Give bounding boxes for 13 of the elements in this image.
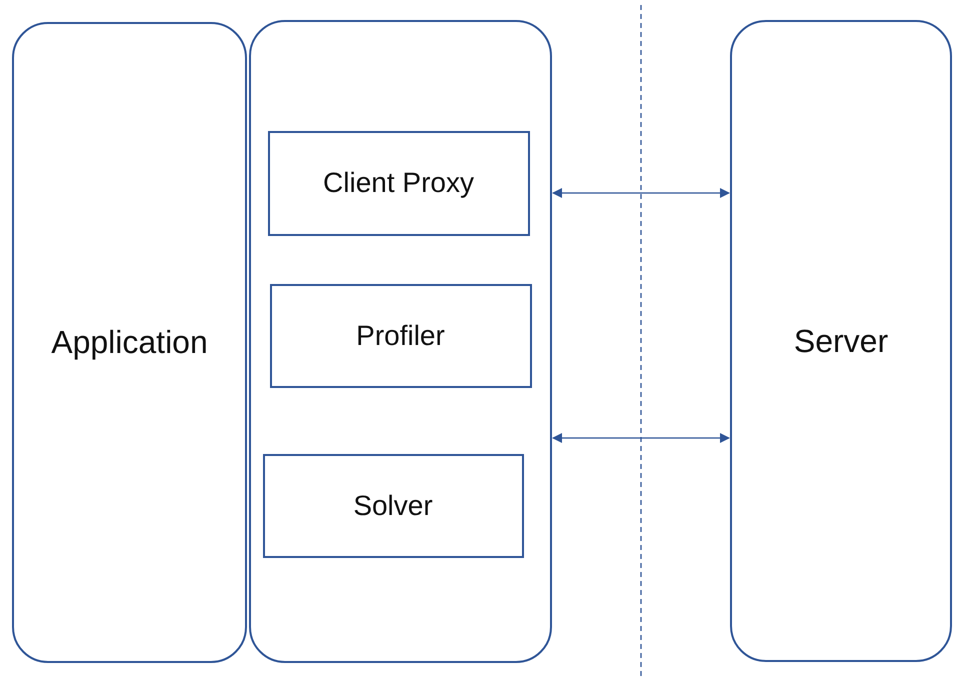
rounded-process-box (12, 22, 247, 663)
node-label: Solver (353, 490, 433, 522)
process-box (268, 130, 530, 236)
rounded-process-box (730, 20, 952, 662)
node-label: Server (794, 322, 888, 360)
double-arrow (552, 433, 730, 443)
node-label: Client Proxy (323, 167, 474, 199)
node-label: Application (51, 324, 208, 361)
rounded-container-box (249, 20, 552, 663)
process-box (270, 284, 532, 388)
double-arrow (552, 188, 730, 198)
process-box (262, 454, 524, 558)
node-label: Profiler (356, 320, 445, 352)
